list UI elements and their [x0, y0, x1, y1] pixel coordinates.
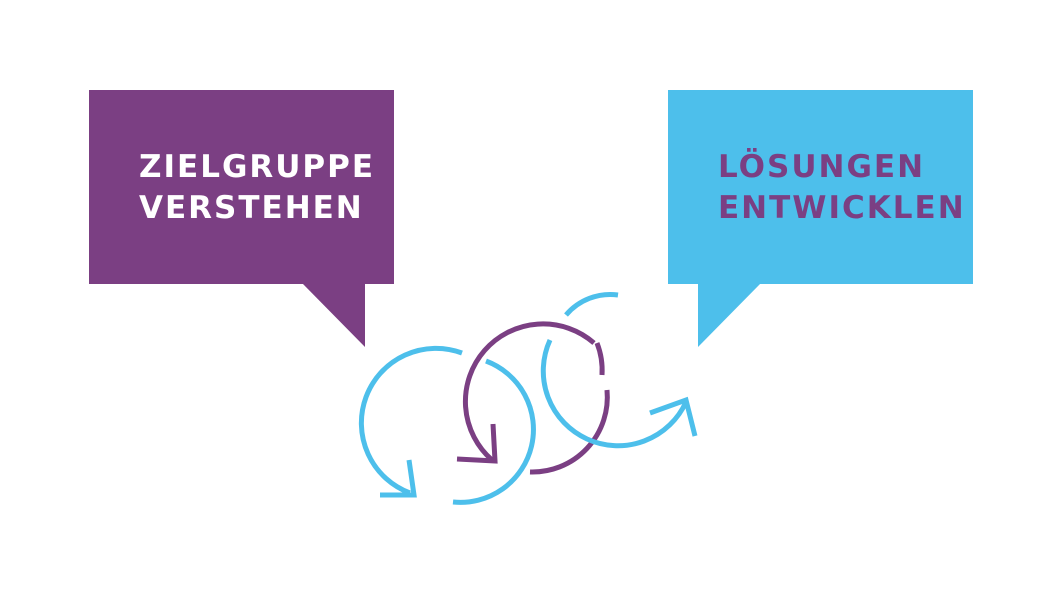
bubble-label-line-1: ZIELGRUPPE: [139, 149, 376, 185]
bubble-box: [89, 90, 394, 284]
bubble-label-line-2: ENTWICKLEN: [718, 190, 966, 226]
blue-loop-arrow-left-icon: [358, 345, 536, 505]
purple-loop-arrow-middle-icon: [456, 321, 610, 475]
blue-loop-arrow-right-icon: [540, 292, 698, 449]
bubble-tail: [302, 283, 365, 347]
bubble-tail: [698, 283, 761, 347]
bubble-label-line-1: LÖSUNGEN: [718, 149, 926, 185]
bubble-box: [668, 90, 973, 284]
bubble-label: ZIELGRUPPE VERSTEHEN: [139, 147, 375, 229]
bubble-label: LÖSUNGEN ENTWICKLEN: [718, 147, 966, 229]
bubble-label-line-2: VERSTEHEN: [139, 190, 364, 226]
